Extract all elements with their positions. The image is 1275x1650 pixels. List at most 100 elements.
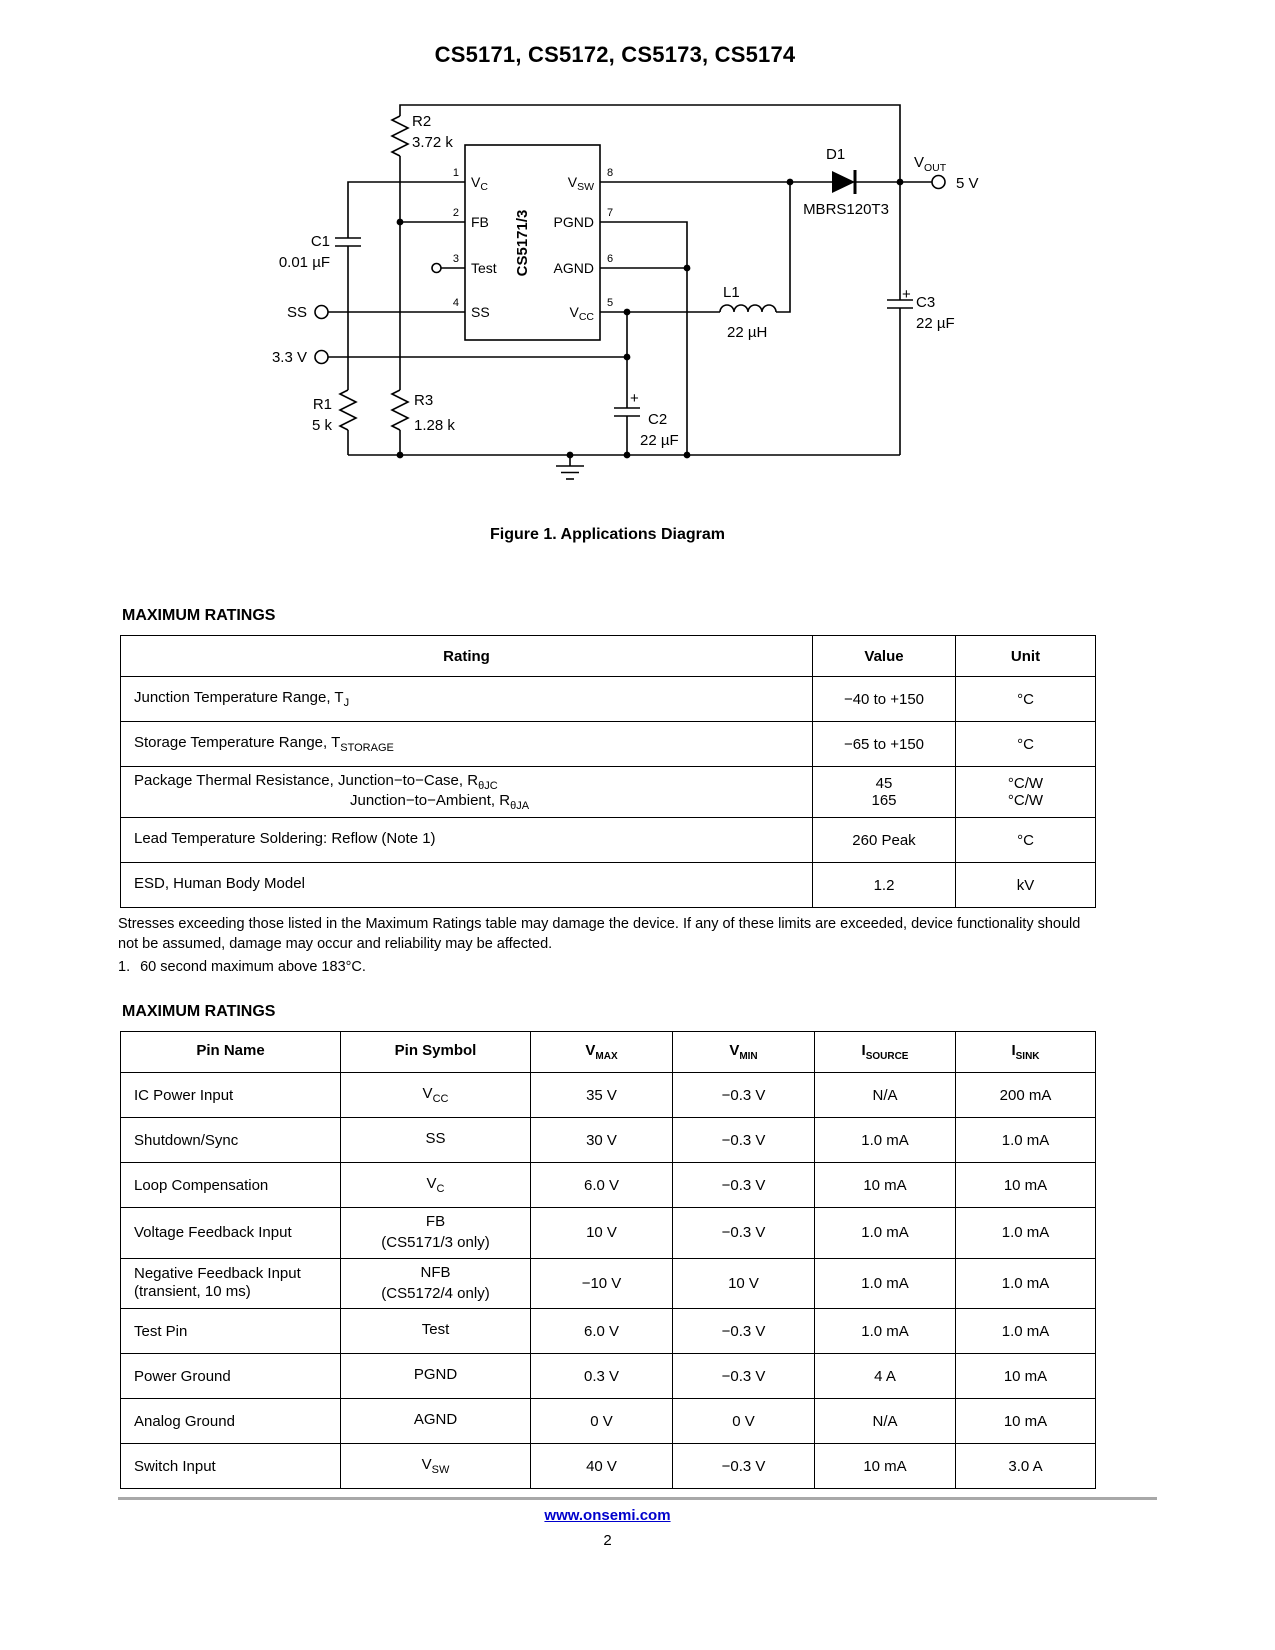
cell-vmin: −0.3 V — [672, 1353, 815, 1399]
pin-number-2: 2 — [453, 207, 459, 219]
cell-pin-name: Switch Input — [120, 1443, 341, 1489]
cell-rating: Junction Temperature Range, TJ — [120, 676, 813, 722]
c1-ref-label: C1 — [311, 233, 330, 250]
cell-vmax: 0 V — [530, 1398, 673, 1444]
cell-isink: 200 mA — [955, 1072, 1096, 1118]
r1-ref-label: R1 — [313, 396, 332, 413]
cell-vmin: −0.3 V — [672, 1308, 815, 1354]
cell-isink: 10 mA — [955, 1162, 1096, 1208]
r1-value-label: 5 k — [312, 417, 333, 434]
cell-vmin: −0.3 V — [672, 1207, 815, 1259]
footnote-number: 1. — [118, 959, 131, 975]
cell-vmin: 10 V — [672, 1257, 815, 1309]
col-header-value: Value — [812, 635, 956, 677]
pin-number-5: 5 — [607, 297, 613, 309]
cell-isink: 1.0 mA — [955, 1207, 1096, 1259]
table-row: Junction Temperature Range, TJ −40 to +1… — [120, 676, 1096, 722]
cell-unit: °C — [955, 676, 1096, 722]
cell-isource: 1.0 mA — [814, 1308, 956, 1354]
cell-unit: °C — [955, 721, 1096, 767]
cell-isink: 3.0 A — [955, 1443, 1096, 1489]
cell-vmin: −0.3 V — [672, 1162, 815, 1208]
pin-number-6: 6 — [607, 253, 613, 265]
vin-terminal — [314, 349, 329, 365]
pin-test-label: Test — [471, 260, 497, 276]
ss-terminal — [314, 304, 329, 320]
c3-plus-label: + — [902, 286, 911, 303]
vin-terminal-label: 3.3 V — [272, 349, 307, 366]
ic-name-label: CS5171/3 — [514, 210, 531, 277]
col-header-pin-name: Pin Name — [120, 1031, 341, 1073]
table-row: Test Pin Test 6.0 V −0.3 V 1.0 mA 1.0 mA — [120, 1308, 1096, 1354]
r3-value-label: 1.28 k — [414, 417, 455, 434]
vout-label: VOUT — [914, 154, 947, 174]
figure-caption: Figure 1. Applications Diagram — [489, 526, 725, 543]
cell-vmax: 35 V — [530, 1072, 673, 1118]
table-row: Storage Temperature Range, TSTORAGE −65 … — [120, 721, 1096, 767]
stress-note: Stresses exceeding those listed in the M… — [118, 916, 1081, 952]
cell-isink: 10 mA — [955, 1353, 1096, 1399]
pin-fb-label: FB — [471, 214, 489, 230]
cell-value: −40 to +150 — [812, 676, 956, 722]
pin-number-8: 8 — [607, 167, 613, 179]
rating-subscript: J — [343, 697, 350, 709]
cell-value: 45 165 — [812, 766, 956, 818]
cell-vmax: 30 V — [530, 1117, 673, 1163]
page-number: 2 — [603, 1532, 612, 1549]
pin-agnd-label: AGND — [554, 260, 594, 276]
cell-isink: 1.0 mA — [955, 1308, 1096, 1354]
col-header-pin-symbol: Pin Symbol — [340, 1031, 531, 1073]
cell-pin-name: Analog Ground — [120, 1398, 341, 1444]
r3-ref-label: R3 — [414, 392, 433, 409]
table-row: Loop Compensation VC 6.0 V −0.3 V 10 mA … — [120, 1162, 1096, 1208]
c2-value-label: 22 µF — [640, 432, 679, 449]
cell-isource: 10 mA — [814, 1443, 956, 1489]
cell-pin-symbol: VSW — [340, 1443, 531, 1489]
pin-number-7: 7 — [607, 207, 613, 219]
footnote-text: 60 second maximum above 183°C. — [140, 959, 366, 975]
cell-pin-name: IC Power Input — [120, 1072, 341, 1118]
cell-value: −65 to +150 — [812, 721, 956, 767]
applications-diagram: R2 3.72 k C1 0.01 µF SS 3.3 V R1 5 k R3 … — [272, 104, 979, 480]
cell-unit: °C — [955, 817, 1096, 863]
cell-vmax: 6.0 V — [530, 1162, 673, 1208]
cell-pin-symbol: NFB(CS5172/4 only) — [340, 1257, 531, 1309]
cell-pin-name: Shutdown/Sync — [120, 1117, 341, 1163]
cell-isource: N/A — [814, 1072, 956, 1118]
cell-rating: ESD, Human Body Model — [120, 862, 813, 908]
test-terminal — [431, 262, 442, 274]
cell-pin-name: Voltage Feedback Input — [120, 1207, 341, 1259]
junction-dots — [396, 178, 904, 459]
table-row: Negative Feedback Input(transient, 10 ms… — [120, 1257, 1096, 1309]
c1-value-label: 0.01 µF — [279, 254, 330, 271]
cell-pin-symbol: AGND — [340, 1398, 531, 1444]
cell-rating: Lead Temperature Soldering: Reflow (Note… — [120, 817, 813, 863]
diode-d1 — [832, 170, 857, 194]
cell-pin-symbol: VCC — [340, 1072, 531, 1118]
cell-vmin: −0.3 V — [672, 1117, 815, 1163]
table-row: Lead Temperature Soldering: Reflow (Note… — [120, 817, 1096, 863]
cell-unit: °C/W °C/W — [955, 766, 1096, 818]
cell-isource: 1.0 mA — [814, 1257, 956, 1309]
ss-terminal-label: SS — [287, 304, 307, 321]
cell-pin-name: Power Ground — [120, 1353, 341, 1399]
col-header-vmax: VMAX — [530, 1031, 673, 1073]
onsemi-link[interactable]: www.onsemi.com — [544, 1507, 671, 1524]
rating-text: Lead Temperature Soldering: Reflow (Note… — [134, 830, 436, 847]
table-row: Shutdown/Sync SS 30 V −0.3 V 1.0 mA 1.0 … — [120, 1117, 1096, 1163]
col-header-isource: ISOURCE — [814, 1031, 956, 1073]
section-heading-max-ratings-1: MAXIMUM RATINGS — [122, 607, 276, 624]
col-header-unit: Unit — [955, 635, 1096, 677]
vout-value-label: 5 V — [956, 175, 979, 192]
pin-ss-label: SS — [471, 304, 490, 320]
cell-value: 260 Peak — [812, 817, 956, 863]
cell-vmax: 6.0 V — [530, 1308, 673, 1354]
table-row: Switch Input VSW 40 V −0.3 V 10 mA 3.0 A — [120, 1443, 1096, 1489]
table-header-row: Rating Value Unit — [120, 635, 1096, 677]
col-header-rating: Rating — [120, 635, 813, 677]
cell-rating: Storage Temperature Range, TSTORAGE — [120, 721, 813, 767]
cell-vmin: −0.3 V — [672, 1072, 815, 1118]
r2-ref-label: R2 — [412, 113, 431, 130]
cell-isink: 1.0 mA — [955, 1257, 1096, 1309]
cell-vmax: 0.3 V — [530, 1353, 673, 1399]
